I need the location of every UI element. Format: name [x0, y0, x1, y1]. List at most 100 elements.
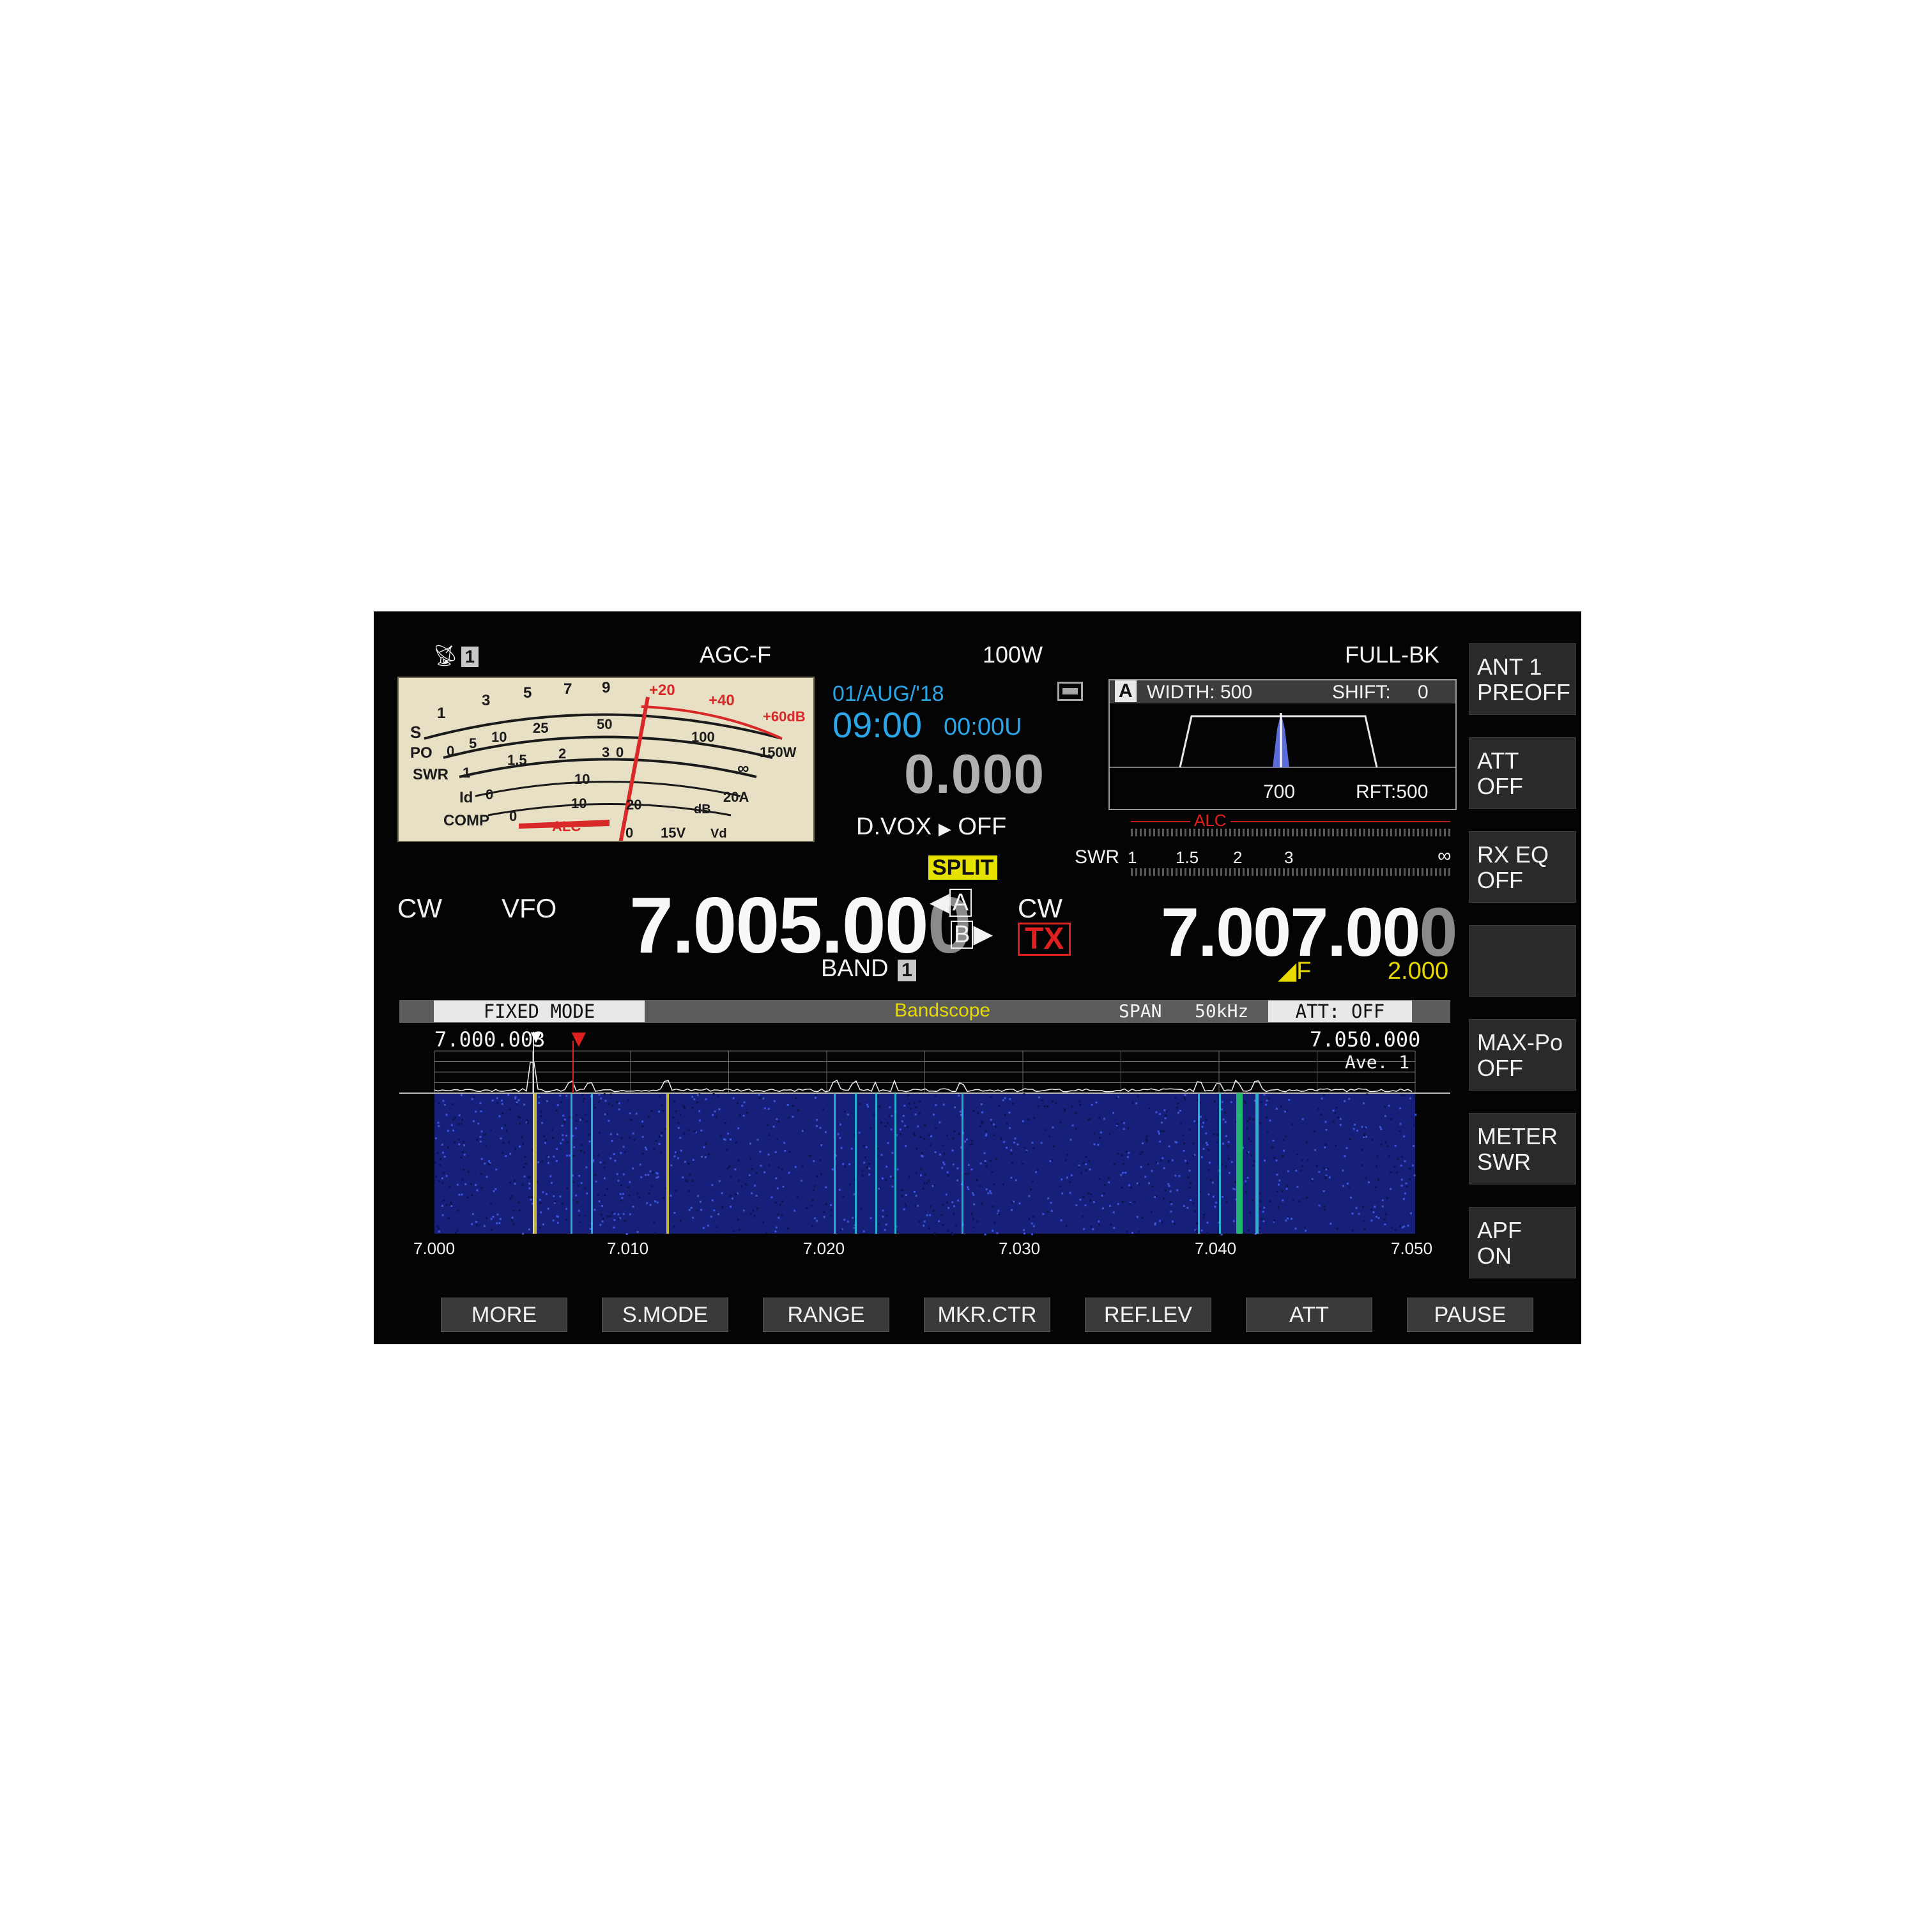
waterfall-speckle — [993, 1222, 996, 1224]
waterfall-speckle — [1221, 1163, 1223, 1166]
waterfall-speckle — [1146, 1135, 1148, 1138]
waterfall-speckle — [1313, 1130, 1315, 1133]
waterfall-speckle — [1325, 1174, 1328, 1177]
waterfall-speckle — [603, 1093, 606, 1096]
waterfall-speckle — [688, 1209, 691, 1211]
waterfall-speckle — [926, 1182, 928, 1184]
waterfall-speckle — [673, 1211, 676, 1214]
waterfall-speckle — [647, 1174, 650, 1176]
waterfall-speckle — [1322, 1094, 1325, 1096]
waterfall-speckle — [1098, 1137, 1101, 1139]
waterfall-speckle — [616, 1101, 618, 1103]
waterfall-speckle — [1070, 1174, 1073, 1177]
comp-tick: 10 — [574, 771, 590, 787]
waterfall-speckle — [457, 1209, 459, 1212]
waterfall-speckle — [1318, 1204, 1321, 1207]
waterfall-speckle — [1394, 1144, 1397, 1147]
softkey-att[interactable]: ATT — [1246, 1298, 1372, 1332]
waterfall-speckle — [878, 1105, 881, 1108]
waterfall-speckle — [762, 1221, 765, 1223]
waterfall-speckle — [912, 1132, 915, 1135]
waterfall-speckle — [955, 1224, 958, 1227]
waterfall-speckle — [753, 1215, 756, 1217]
waterfall-speckle — [1032, 1215, 1035, 1218]
waterfall-speckle — [475, 1224, 478, 1227]
waterfall-speckle — [1324, 1176, 1327, 1178]
waterfall-speckle — [972, 1110, 975, 1112]
waterfall-speckle — [628, 1194, 631, 1197]
waterfall-speckle — [1093, 1132, 1096, 1135]
waterfall-speckle — [1222, 1118, 1225, 1121]
waterfall-speckle — [784, 1149, 786, 1152]
s-tick-red: +40 — [709, 692, 735, 709]
waterfall-speckle — [935, 1127, 937, 1130]
waterfall-speckle — [824, 1131, 827, 1133]
scope-x-tick: 7.050 — [1391, 1239, 1433, 1258]
waterfall-speckle — [454, 1231, 457, 1234]
waterfall-speckle — [972, 1218, 974, 1220]
waterfall-speckle — [1285, 1110, 1288, 1112]
waterfall-speckle — [1065, 1225, 1068, 1227]
softkey-scope-mode[interactable]: S.MODE — [602, 1298, 728, 1332]
waterfall-speckle — [1363, 1220, 1365, 1222]
waterfall-speckle — [1177, 1102, 1179, 1105]
waterfall-speckle — [507, 1094, 510, 1096]
waterfall-speckle — [691, 1107, 694, 1109]
softkey-marker-center[interactable]: MKR.CTR — [924, 1298, 1050, 1332]
waterfall-speckle — [629, 1181, 631, 1183]
waterfall-speckle — [953, 1213, 955, 1215]
waterfall-speckle — [1084, 1204, 1087, 1207]
waterfall-speckle — [577, 1184, 579, 1187]
waterfall-speckle — [640, 1176, 643, 1179]
waterfall-speckle — [450, 1203, 453, 1206]
waterfall-speckle — [680, 1149, 682, 1152]
waterfall-speckle — [597, 1154, 600, 1156]
waterfall-speckle — [560, 1101, 562, 1103]
softkey-pause[interactable]: PAUSE — [1407, 1298, 1533, 1332]
waterfall-speckle — [546, 1100, 548, 1103]
waterfall-speckle — [617, 1213, 620, 1216]
softkey-label: OFF — [1477, 867, 1523, 893]
waterfall-speckle — [1296, 1186, 1299, 1188]
waterfall-speckle — [1270, 1146, 1273, 1149]
waterfall-speckle — [541, 1160, 544, 1163]
waterfall-speckle — [921, 1155, 924, 1158]
waterfall-speckle — [809, 1154, 811, 1157]
waterfall-speckle — [585, 1114, 587, 1116]
waterfall-speckle — [1121, 1200, 1124, 1203]
waterfall-speckle — [1164, 1117, 1167, 1119]
waterfall-speckle — [490, 1129, 493, 1131]
softkey-range[interactable]: RANGE — [763, 1298, 889, 1332]
waterfall-speckle — [472, 1120, 475, 1123]
waterfall-speckle — [976, 1179, 978, 1181]
agc-indicator: AGC-F — [700, 641, 771, 668]
waterfall-speckle — [1018, 1202, 1021, 1205]
softkey-reference-level[interactable]: REF.LEV — [1085, 1298, 1211, 1332]
waterfall-speckle — [914, 1113, 917, 1116]
waterfall-speckle — [655, 1139, 657, 1142]
waterfall-speckle — [774, 1151, 777, 1153]
softkey-blank[interactable] — [1469, 925, 1576, 997]
waterfall-speckle — [713, 1209, 716, 1212]
waterfall-speckle — [1061, 1192, 1064, 1195]
waterfall-speckle — [1362, 1136, 1365, 1138]
waterfall-speckle — [1346, 1183, 1349, 1185]
waterfall-speckle — [527, 1176, 530, 1178]
waterfall-speckle — [1188, 1186, 1191, 1189]
waterfall-speckle — [498, 1115, 501, 1117]
waterfall-speckle — [938, 1220, 940, 1223]
waterfall-speckle — [1046, 1105, 1048, 1107]
waterfall-speckle — [1335, 1144, 1337, 1147]
waterfall-speckle — [562, 1114, 565, 1117]
softkey-more[interactable]: MORE — [441, 1298, 567, 1332]
waterfall-speckle — [919, 1136, 922, 1138]
waterfall-speckle — [1050, 1159, 1053, 1162]
waterfall-speckle — [1195, 1229, 1198, 1232]
waterfall-speckle — [1381, 1199, 1384, 1202]
